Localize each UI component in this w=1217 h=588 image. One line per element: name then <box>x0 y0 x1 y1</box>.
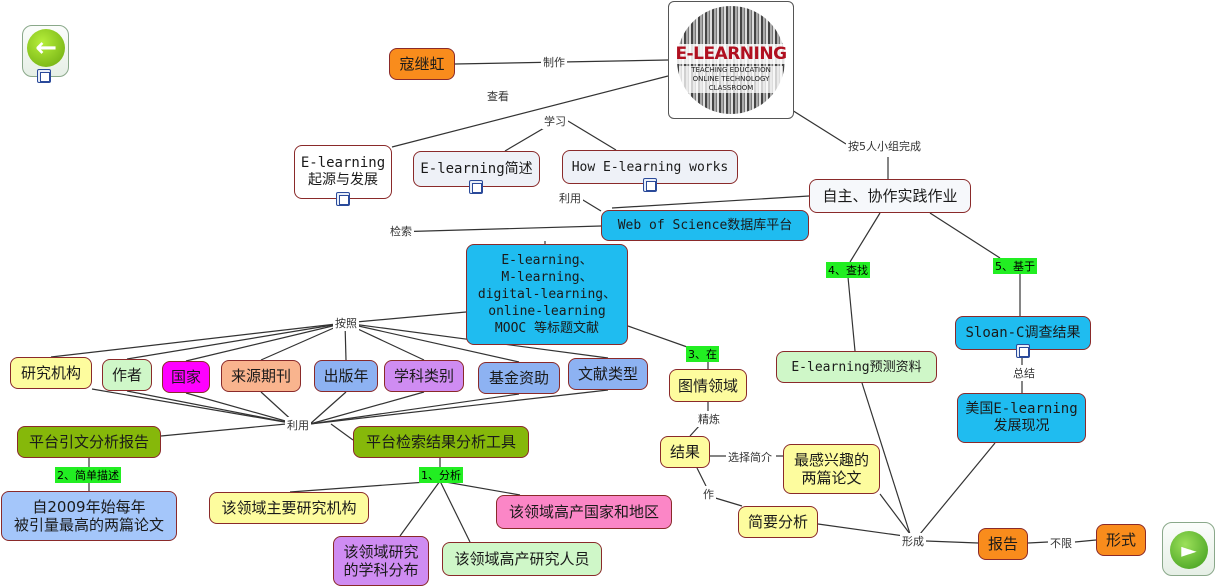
connector-line <box>309 393 520 425</box>
connector-line <box>309 391 425 425</box>
node-high-output-countries[interactable]: 该领域高产国家和地区 <box>496 495 672 529</box>
edge-label-make: 制作 <box>541 54 567 70</box>
note-icon[interactable] <box>469 180 483 194</box>
elearning-wordcloud-image: E-LEARNING TEACHING EDUCATION ONLINE TEC… <box>668 1 794 119</box>
note-icon[interactable] <box>643 178 657 192</box>
connector-line <box>696 467 707 487</box>
connector-line <box>309 391 347 425</box>
back-button[interactable]: ← <box>22 25 69 77</box>
node-library-field[interactable]: 图情领域 <box>669 369 747 402</box>
connector-line <box>439 480 521 496</box>
edge-label-do: 作 <box>701 486 716 502</box>
edge-label-unlimited: 不限 <box>1048 535 1074 551</box>
edge-label-by: 按照 <box>333 315 359 331</box>
node-us-elearning-status[interactable]: 美国E-learning 发展现况 <box>957 393 1086 443</box>
connector-line <box>91 388 297 425</box>
node-country[interactable]: 国家 <box>162 361 210 393</box>
node-high-output-authors[interactable]: 该领域高产研究人员 <box>442 542 602 576</box>
map-link-icon[interactable] <box>37 69 51 83</box>
map-link-icon[interactable] <box>336 192 350 206</box>
edge-label-analyze: 1、分析 <box>419 467 463 483</box>
connector-line <box>344 322 520 363</box>
node-report[interactable]: 报告 <box>978 528 1028 560</box>
connector-line <box>1074 539 1097 543</box>
connector-line <box>391 225 602 233</box>
connector-line <box>289 480 441 493</box>
edge-label-view: 查看 <box>485 88 511 104</box>
node-origin[interactable]: E-learning 起源与发展 <box>294 145 392 199</box>
connector-line <box>847 276 856 352</box>
node-web-of-science[interactable]: Web of Science数据库平台 <box>601 210 809 241</box>
node-research-institution[interactable]: 研究机构 <box>10 357 92 389</box>
node-elearning-brief[interactable]: E-learning简述 <box>413 151 540 187</box>
node-title-literature[interactable]: E-learning、 M-learning、 digital-learning… <box>466 244 628 345</box>
connector-line <box>344 311 467 324</box>
connector-line <box>919 442 996 535</box>
connector-line <box>817 523 905 537</box>
connector-line <box>126 322 346 360</box>
node-author[interactable]: 作者 <box>102 359 152 391</box>
node-publication-year[interactable]: 出版年 <box>314 360 378 392</box>
connector-line <box>126 390 297 425</box>
connector-line <box>861 382 911 535</box>
node-elearning-forecast[interactable]: E-learning预测资料 <box>776 351 937 383</box>
node-result[interactable]: 结果 <box>660 436 710 468</box>
node-cited-papers[interactable]: 自2009年始每年 被引量最高的两篇论文 <box>1 491 177 541</box>
node-document-type[interactable]: 文献类型 <box>568 358 648 390</box>
edge-label-describe: 2、简单描述 <box>55 467 121 483</box>
node-kou-jihong[interactable]: 寇继虹 <box>389 48 455 80</box>
connector-line <box>1027 541 1049 544</box>
connector-line <box>879 493 911 535</box>
connector-line <box>391 75 669 148</box>
node-brief-analysis[interactable]: 简要分析 <box>738 506 818 538</box>
connector-line <box>925 540 979 544</box>
connector-line <box>611 195 810 209</box>
edge-label-use-platform: 利用 <box>557 190 583 206</box>
node-form[interactable]: 形式 <box>1096 524 1146 556</box>
node-citation-report[interactable]: 平台引文分析报告 <box>17 426 161 458</box>
forward-button[interactable]: ► <box>1162 522 1215 576</box>
connector-line <box>711 496 743 507</box>
edge-label-group: 按5人小组完成 <box>846 138 923 154</box>
forward-arrow-icon: ► <box>1170 531 1208 569</box>
connector-line <box>929 212 1001 259</box>
connector-line <box>260 322 346 361</box>
connector-line <box>309 389 609 425</box>
back-arrow-icon: ← <box>27 29 65 67</box>
connector-line <box>330 423 354 441</box>
connector-line <box>160 423 287 437</box>
edge-label-based: 5、基于 <box>993 258 1037 274</box>
node-source-journal[interactable]: 来源期刊 <box>221 360 301 392</box>
connector-line <box>439 480 471 543</box>
edge-label-learn: 学习 <box>542 113 568 129</box>
node-fund-support[interactable]: 基金资助 <box>478 362 560 394</box>
connector-line <box>627 325 691 349</box>
edge-label-find: 4、查找 <box>826 262 870 278</box>
node-analysis-tool[interactable]: 平台检索结果分析工具 <box>353 426 529 458</box>
node-subject-category[interactable]: 学科类别 <box>384 360 464 392</box>
edge-label-select: 选择简介 <box>726 449 774 465</box>
wordcloud-title: E-LEARNING <box>669 44 793 64</box>
connector-line <box>399 480 441 537</box>
connector-line <box>50 322 346 358</box>
connector-line <box>185 392 297 425</box>
node-main-institutions[interactable]: 该领域主要研究机构 <box>209 492 369 524</box>
note-icon[interactable] <box>1016 344 1030 358</box>
node-practice-assignment[interactable]: 自主、协作实践作业 <box>809 179 971 213</box>
edge-label-summary: 总结 <box>1011 365 1037 381</box>
node-subject-distribution[interactable]: 该领域研究 的学科分布 <box>333 536 429 586</box>
connector-line <box>849 212 881 263</box>
edge-label-in: 3、在 <box>686 346 719 362</box>
edge-label-refine: 精炼 <box>696 411 722 427</box>
wordcloud-words: TEACHING EDUCATION ONLINE TECHNOLOGY CLA… <box>679 66 783 93</box>
node-two-papers[interactable]: 最感兴趣的 两篇论文 <box>783 444 880 494</box>
connector-line <box>567 120 617 151</box>
connector-line <box>185 322 346 362</box>
edge-label-formed: 形成 <box>900 533 926 549</box>
edge-label-search: 检索 <box>388 223 414 239</box>
edge-label-use-tools: 利用 <box>285 417 311 433</box>
